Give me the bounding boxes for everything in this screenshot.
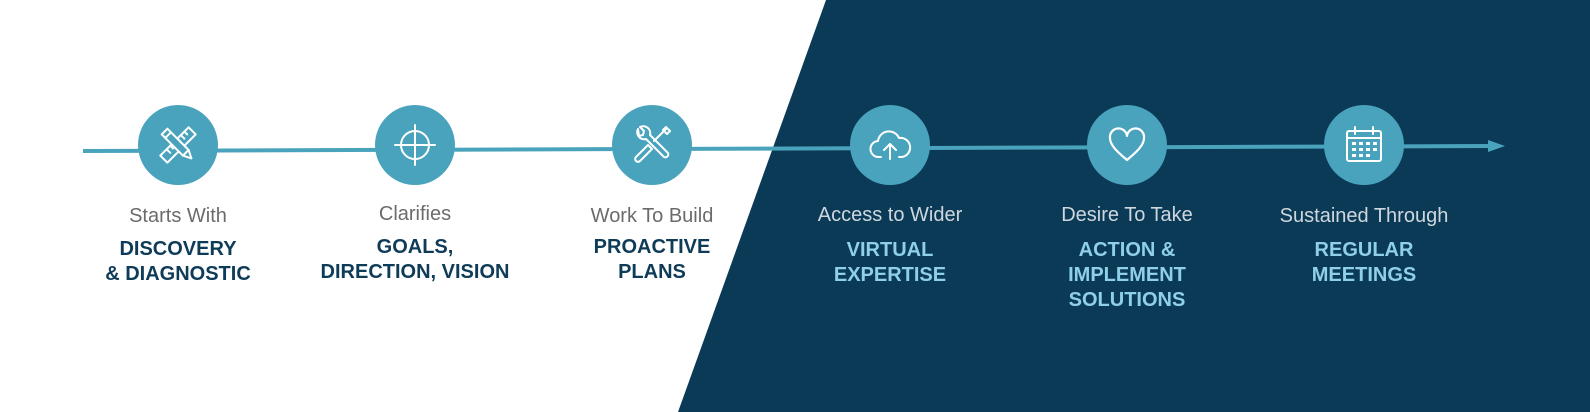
step-virtual-expertise: Access to Wider VIRTUAL EXPERTISE xyxy=(770,0,1010,412)
step-emphasis-text: REGULAR MEETINGS xyxy=(1311,239,1417,286)
step-proactive-plans: Work To Build PROACTIVE PLANS xyxy=(532,0,772,412)
crosshair-target-icon xyxy=(394,124,436,166)
dark-panel xyxy=(678,0,1590,412)
step-icon-circle xyxy=(850,105,930,185)
heart-icon xyxy=(1108,127,1146,162)
timeline-line xyxy=(82,144,1491,153)
step-icon-circle xyxy=(138,105,218,185)
step-lead-text: Desire To Take xyxy=(1061,204,1193,226)
wrench-screwdriver-icon xyxy=(634,125,671,163)
step-emphasis-text: VIRTUAL EXPERTISE xyxy=(833,239,947,286)
step-emphasis-text: GOALS, DIRECTION, VISION xyxy=(320,236,510,283)
step-lead-text: Clarifies xyxy=(378,203,452,225)
step-regular-meetings: Sustained Through REGULAR MEETINGS xyxy=(1244,0,1484,412)
step-lead-text: Access to Wider xyxy=(817,204,963,226)
step-icon-circle xyxy=(1324,105,1404,185)
pencil-ruler-icon xyxy=(159,126,197,164)
timeline-arrowhead xyxy=(1488,140,1505,152)
cloud-upload-icon xyxy=(869,130,912,160)
step-emphasis-text: ACTION & IMPLEMENT SOLUTIONS xyxy=(1068,239,1186,311)
step-action-solutions: Desire To Take ACTION & IMPLEMENT SOLUTI… xyxy=(1007,0,1247,412)
step-icon-circle xyxy=(1087,105,1167,185)
step-emphasis-text: PROACTIVE PLANS xyxy=(593,236,711,283)
step-lead-text: Sustained Through xyxy=(1279,205,1449,227)
step-icon-circle xyxy=(375,105,455,185)
step-discovery: Starts With DISCOVERY & DIAGNOSTIC xyxy=(58,0,298,412)
step-lead-text: Starts With xyxy=(129,205,227,227)
step-goals: Clarifies GOALS, DIRECTION, VISION xyxy=(295,0,535,412)
step-lead-text: Work To Build xyxy=(590,205,714,227)
step-icon-circle xyxy=(612,105,692,185)
step-emphasis-text: DISCOVERY & DIAGNOSTIC xyxy=(105,238,251,285)
calendar-icon xyxy=(1346,126,1382,162)
